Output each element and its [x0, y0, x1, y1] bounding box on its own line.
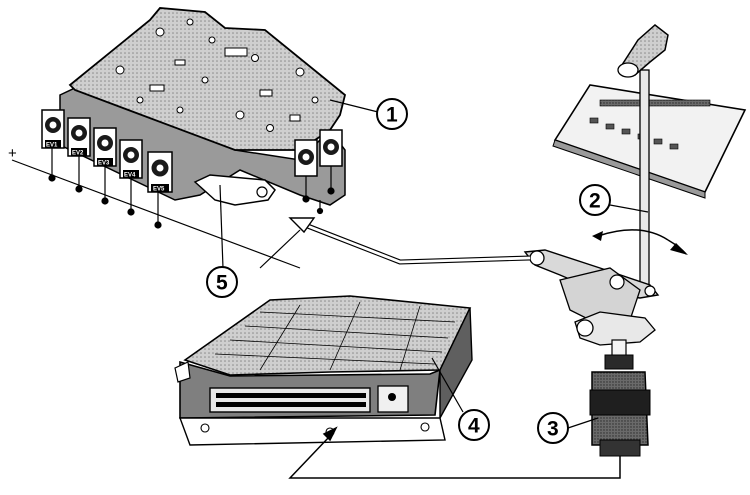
solenoid-ev3: EV3: [93, 127, 117, 167]
solenoid-label: EV1: [46, 143, 58, 149]
solenoid-ev1: EV1: [41, 109, 65, 149]
valve-body: EV1 EV2 EV3 EV4: [41, 7, 347, 206]
callout-4: 4: [431, 357, 490, 441]
callout-label: 5: [216, 272, 228, 295]
solenoid-right-b: [319, 129, 343, 167]
switch-to-ecu-wire: [288, 426, 621, 479]
hydraulic-linkage-arrow: [288, 217, 531, 265]
multifunction-switch: [589, 354, 651, 462]
solenoid-row: EV1 EV2 EV3 EV4: [41, 109, 343, 193]
callout-5: 5: [206, 184, 238, 298]
selector-lever-assembly: [523, 24, 747, 363]
solenoid-ev2: EV2: [67, 117, 91, 157]
solenoid-label: EV3: [98, 161, 110, 167]
solenoid-label: EV4: [124, 173, 136, 179]
callout-label: 3: [547, 418, 559, 441]
callout-label: 2: [589, 190, 601, 213]
callout-3: 3: [537, 412, 599, 444]
solenoid-label: EV2: [72, 151, 84, 157]
solenoid-ev5: EV5: [147, 151, 173, 193]
callout-2: 2: [579, 184, 649, 216]
solenoid-ev4: EV4: [119, 139, 143, 179]
solenoid-label: EV5: [153, 187, 165, 193]
callout-label: 4: [468, 415, 480, 438]
solenoid-right-a: [294, 139, 318, 177]
callout-1: 1: [329, 98, 408, 130]
control-unit: [174, 295, 473, 446]
valve-wiring: [11, 148, 335, 269]
callout-label: 1: [386, 104, 398, 127]
supply-plus-symbol: +: [8, 145, 17, 162]
